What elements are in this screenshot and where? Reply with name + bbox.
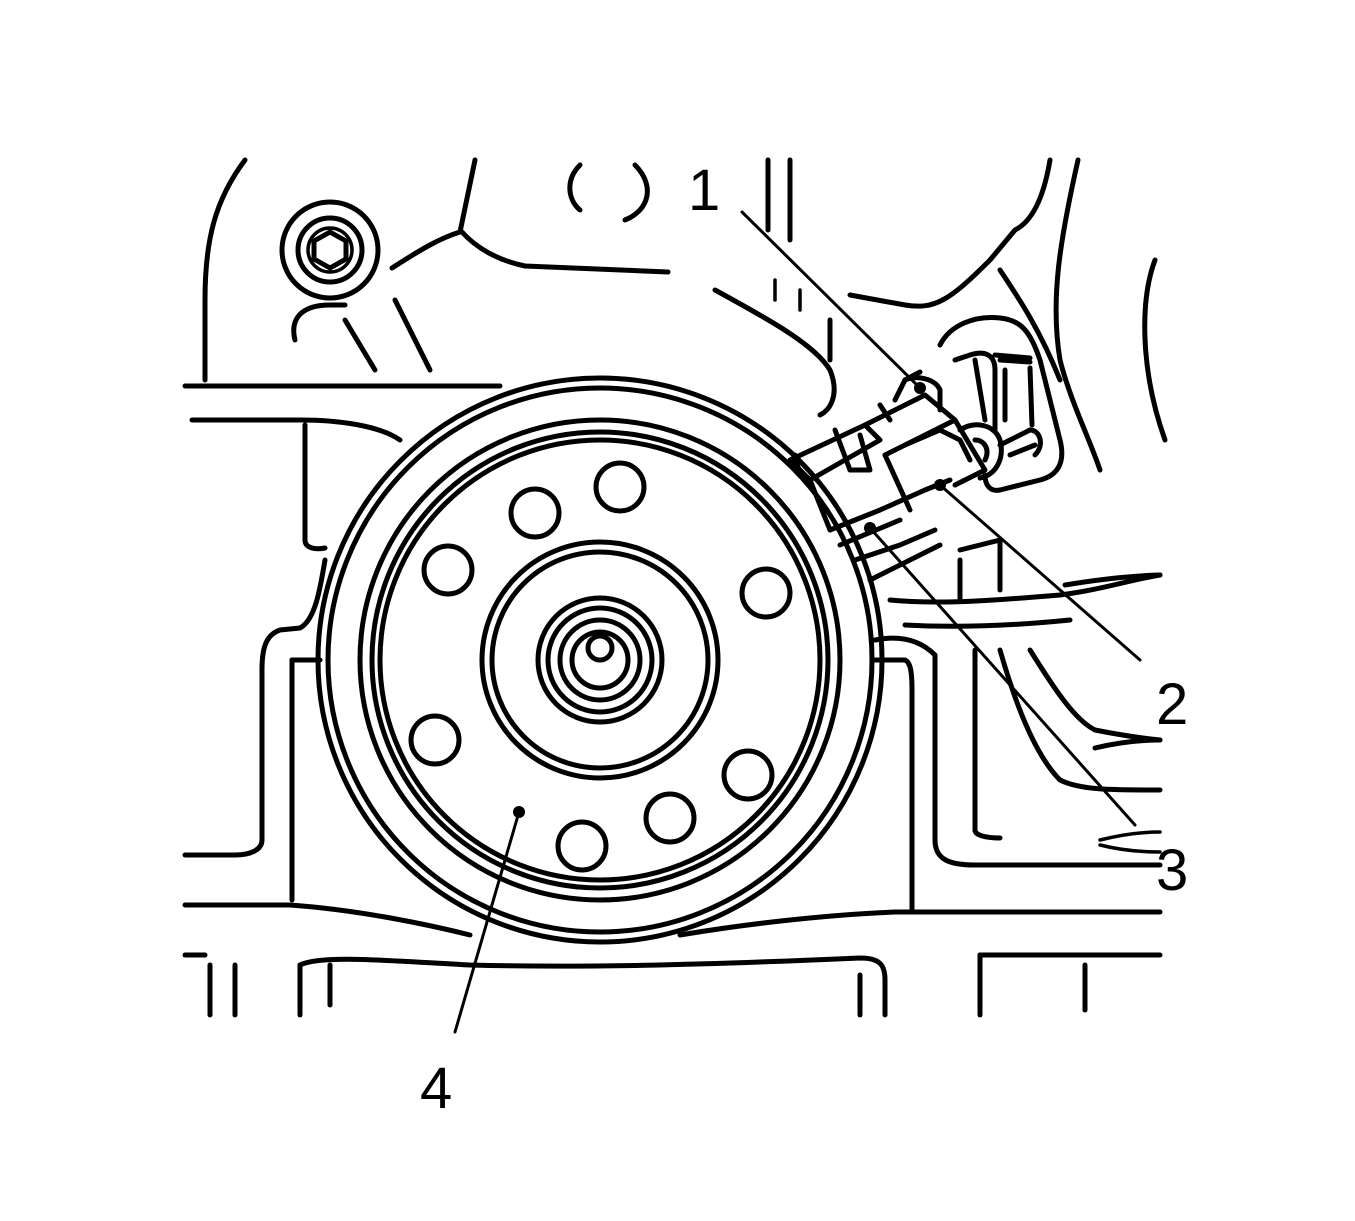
callout-2-dot — [934, 479, 946, 491]
callout-2-leader — [938, 483, 1142, 662]
callout-3-leader — [868, 526, 1137, 827]
crankshaft-pulley — [315, 375, 885, 945]
callout-3-label: 3 — [1156, 838, 1188, 903]
callout-1-dot — [914, 382, 926, 394]
callout-1-leader — [740, 210, 922, 390]
callout-1-label: 1 — [688, 158, 720, 223]
callout-leaders — [453, 210, 1142, 1034]
callout-2-label: 2 — [1156, 672, 1188, 737]
callout-4-leader — [453, 810, 521, 1034]
callout-4-dot — [513, 806, 525, 818]
engine-block-outline — [182, 157, 1168, 1018]
callout-4-label: 4 — [420, 1056, 452, 1121]
callout-3-dot — [864, 522, 876, 534]
pulley-bolt-holes — [408, 460, 793, 873]
callout-labels: 1 2 3 4 — [420, 158, 1188, 1121]
